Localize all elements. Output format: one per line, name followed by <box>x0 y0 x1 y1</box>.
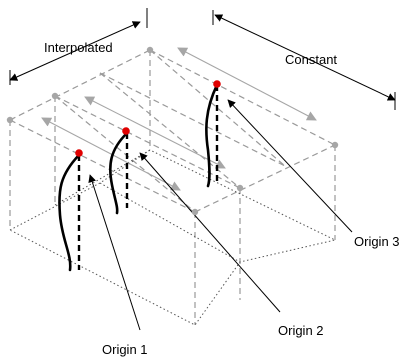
origin-3-label: Origin 3 <box>354 234 400 249</box>
grid-points <box>6 46 339 216</box>
constant-label: Constant <box>285 52 337 67</box>
dashed-grid <box>9 49 336 325</box>
origin-3-point <box>213 80 221 88</box>
origin-1-point <box>75 149 83 157</box>
origin-2-label: Origin 2 <box>278 323 324 338</box>
origin-1-label: Origin 1 <box>102 342 148 357</box>
interpolated-label: Interpolated <box>44 40 113 55</box>
dotted-bottom <box>9 149 337 326</box>
origin-dashes <box>77 85 219 270</box>
origin-2-point <box>122 127 130 135</box>
leader-lines <box>88 99 353 331</box>
dimension-lines <box>9 8 396 110</box>
direction-arrows <box>41 47 317 191</box>
trajectory-curves <box>58 83 219 272</box>
origin-points <box>75 80 221 157</box>
